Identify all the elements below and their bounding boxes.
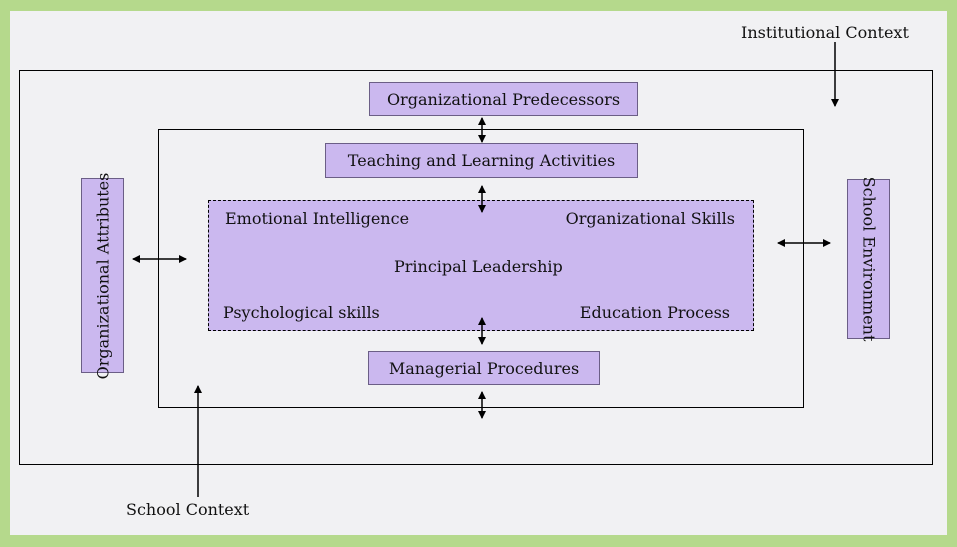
teaching-learning-label: Teaching and Learning Activities (347, 151, 616, 170)
organizational-attributes-box: Organizational Attributes (81, 172, 124, 379)
organizational-predecessors-box: Organizational Predecessors (369, 82, 638, 116)
school-context-label: School Context (126, 500, 250, 519)
managerial-procedures-box: Managerial Procedures (368, 351, 600, 385)
principal-leadership-label: Principal Leadership (394, 257, 563, 276)
institutional-context-boundary (19, 70, 933, 465)
emotional-intelligence-label: Emotional Intelligence (225, 209, 410, 228)
psychological-skills-label: Psychological skills (223, 303, 380, 322)
school-environment-box: School Environment (847, 177, 890, 341)
institutional-context-label: Institutional Context (741, 23, 909, 42)
organizational-predecessors-label: Organizational Predecessors (386, 89, 621, 109)
organizational-skills-label: Organizational Skills (565, 209, 735, 228)
teaching-learning-box: Teaching and Learning Activities (325, 143, 638, 178)
principal-leadership-box: Emotional Intelligence Organizational Sk… (208, 200, 754, 331)
managerial-procedures-label: Managerial Procedures (388, 358, 580, 378)
education-process-label: Education Process (579, 303, 730, 322)
